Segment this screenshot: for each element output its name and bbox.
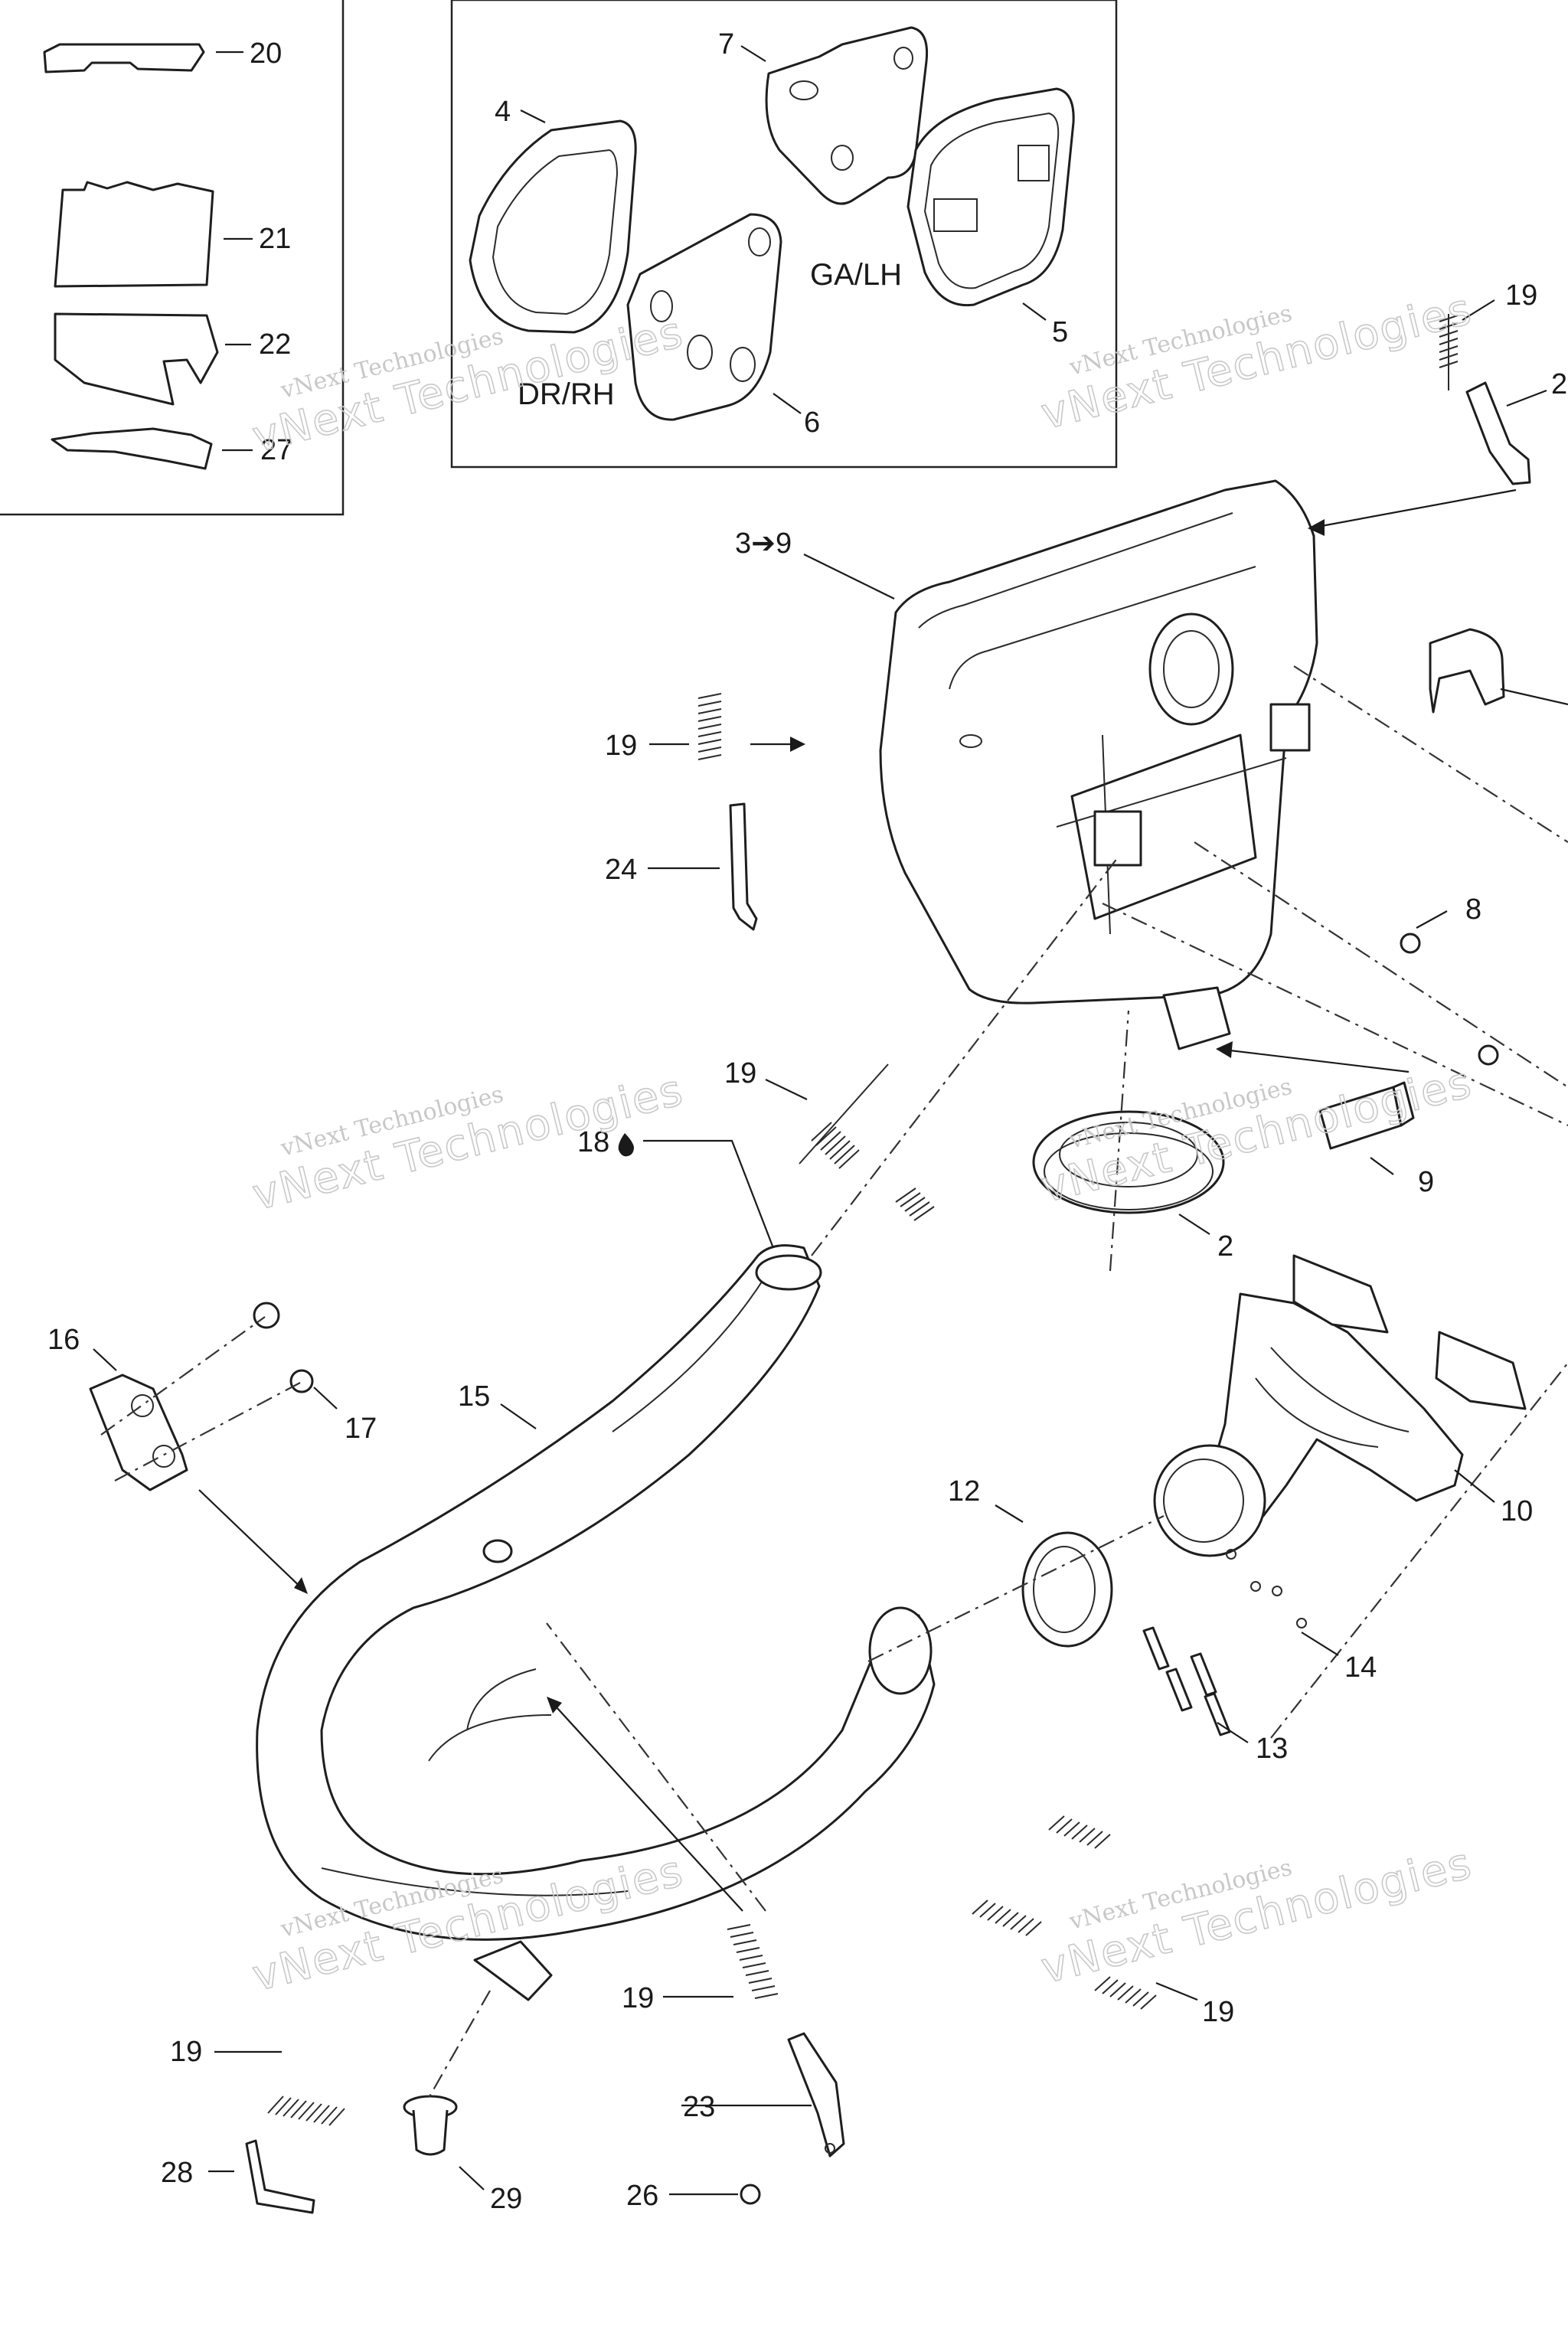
callout-2: 2 bbox=[1217, 1230, 1233, 1263]
heat-shield-7 bbox=[765, 26, 929, 205]
heatshield-inset-box bbox=[450, 0, 1118, 469]
arrow-heads bbox=[294, 519, 1325, 1713]
callout-27: 27 bbox=[260, 434, 292, 466]
spring-19-lower-left bbox=[267, 2096, 345, 2126]
decal-20 bbox=[43, 43, 205, 74]
centerlines bbox=[100, 665, 1568, 2099]
exhaust-pipe-15 bbox=[256, 1244, 936, 1941]
callout-7: 7 bbox=[718, 28, 734, 60]
washers-14 bbox=[1226, 1549, 1307, 1628]
callout-20: 20 bbox=[250, 38, 282, 70]
callout-13: 13 bbox=[1256, 1733, 1288, 1765]
watermark: vNext Technologies vNext Technologies bbox=[1036, 1838, 1478, 1994]
callout-9: 9 bbox=[1418, 1166, 1434, 1198]
bracket-lower-left bbox=[473, 1940, 553, 2001]
coupler-12 bbox=[1021, 1531, 1113, 1648]
spring-19-bottom bbox=[727, 1924, 779, 1999]
callout-26: 26 bbox=[626, 2180, 658, 2212]
callout-19-lower-right: 19 bbox=[1202, 1996, 1234, 2028]
callout-2-top-right: 2 bbox=[1551, 368, 1567, 400]
callout-6: 6 bbox=[804, 407, 820, 439]
heat-shield-5 bbox=[906, 87, 1075, 307]
callout-15: 15 bbox=[458, 1380, 490, 1413]
clip-9 bbox=[1318, 1081, 1415, 1150]
callout-21: 21 bbox=[259, 223, 291, 255]
bracket-24 bbox=[729, 802, 758, 931]
bracket-23 bbox=[787, 2032, 845, 2158]
callout-19-top-right: 19 bbox=[1505, 279, 1537, 312]
callout-16: 16 bbox=[47, 1324, 80, 1356]
callout-12: 12 bbox=[948, 1475, 980, 1508]
callout-4: 4 bbox=[495, 96, 511, 128]
leader-lines bbox=[93, 45, 1568, 2196]
callout-18: 18 bbox=[577, 1126, 609, 1158]
oil-drop-icon bbox=[618, 1133, 634, 1157]
callout-19-lower-left: 19 bbox=[170, 2036, 202, 2068]
callout-19-left: 19 bbox=[605, 730, 637, 762]
callout-19-middle: 19 bbox=[724, 1057, 756, 1089]
callout-10: 10 bbox=[1501, 1495, 1533, 1527]
screw-8 bbox=[1400, 933, 1499, 1066]
spring-19-middle-2 bbox=[895, 1187, 935, 1221]
decal-22 bbox=[54, 312, 219, 406]
callout-24: 24 bbox=[605, 854, 637, 886]
gasket-ring-2 bbox=[1032, 1110, 1225, 1214]
bolts-13 bbox=[1142, 1626, 1231, 1736]
callout-29: 29 bbox=[490, 2183, 522, 2215]
label-ga-lh: GA/LH bbox=[810, 258, 902, 292]
spring-19-middle bbox=[799, 1063, 889, 1169]
heat-shield-6 bbox=[626, 213, 782, 421]
callout-28: 28 bbox=[161, 2157, 193, 2189]
callout-23: 23 bbox=[683, 2091, 715, 2123]
bracket-28 bbox=[245, 2139, 315, 2214]
callout-22: 22 bbox=[259, 328, 291, 361]
decal-27 bbox=[51, 427, 213, 470]
callout-17: 17 bbox=[345, 1413, 377, 1445]
callout-3-to-9: 3➔9 bbox=[735, 528, 792, 560]
spring-19-top-right bbox=[1439, 314, 1459, 390]
callout-14: 14 bbox=[1344, 1651, 1377, 1684]
callout-19-bottom: 19 bbox=[622, 1982, 654, 2014]
manifold-10 bbox=[1153, 1254, 1527, 1557]
watermark: vNext Technologies vNext Technologies bbox=[247, 1064, 689, 1220]
clip-right bbox=[1429, 628, 1505, 714]
watermark: vNext Technologies vNext Technologies bbox=[1036, 283, 1478, 439]
muffler-assembly bbox=[879, 479, 1318, 1050]
springs-lower-right bbox=[972, 1815, 1157, 2010]
watermark: vNext Technologies vNext Technologies bbox=[1036, 1057, 1478, 1213]
callout-numbers: 20 21 22 27 4 7 5 6 19 2 3➔9 19 24 8 19 … bbox=[47, 28, 1567, 2215]
label-dr-rh: DR/RH bbox=[518, 377, 615, 411]
callout-5: 5 bbox=[1052, 316, 1068, 348]
spring-19-left bbox=[697, 693, 722, 760]
grommet-17 bbox=[253, 1302, 314, 1393]
screw-26 bbox=[740, 2184, 761, 2205]
heat-shield-4 bbox=[469, 119, 637, 334]
watermark: vNext Technologies vNext Technologies bbox=[247, 306, 689, 462]
decal-inset-box bbox=[0, 0, 345, 516]
grommet-29 bbox=[403, 2095, 458, 2156]
callout-8: 8 bbox=[1465, 893, 1481, 926]
decal-21 bbox=[54, 181, 214, 288]
bracket-top-right bbox=[1465, 381, 1531, 485]
